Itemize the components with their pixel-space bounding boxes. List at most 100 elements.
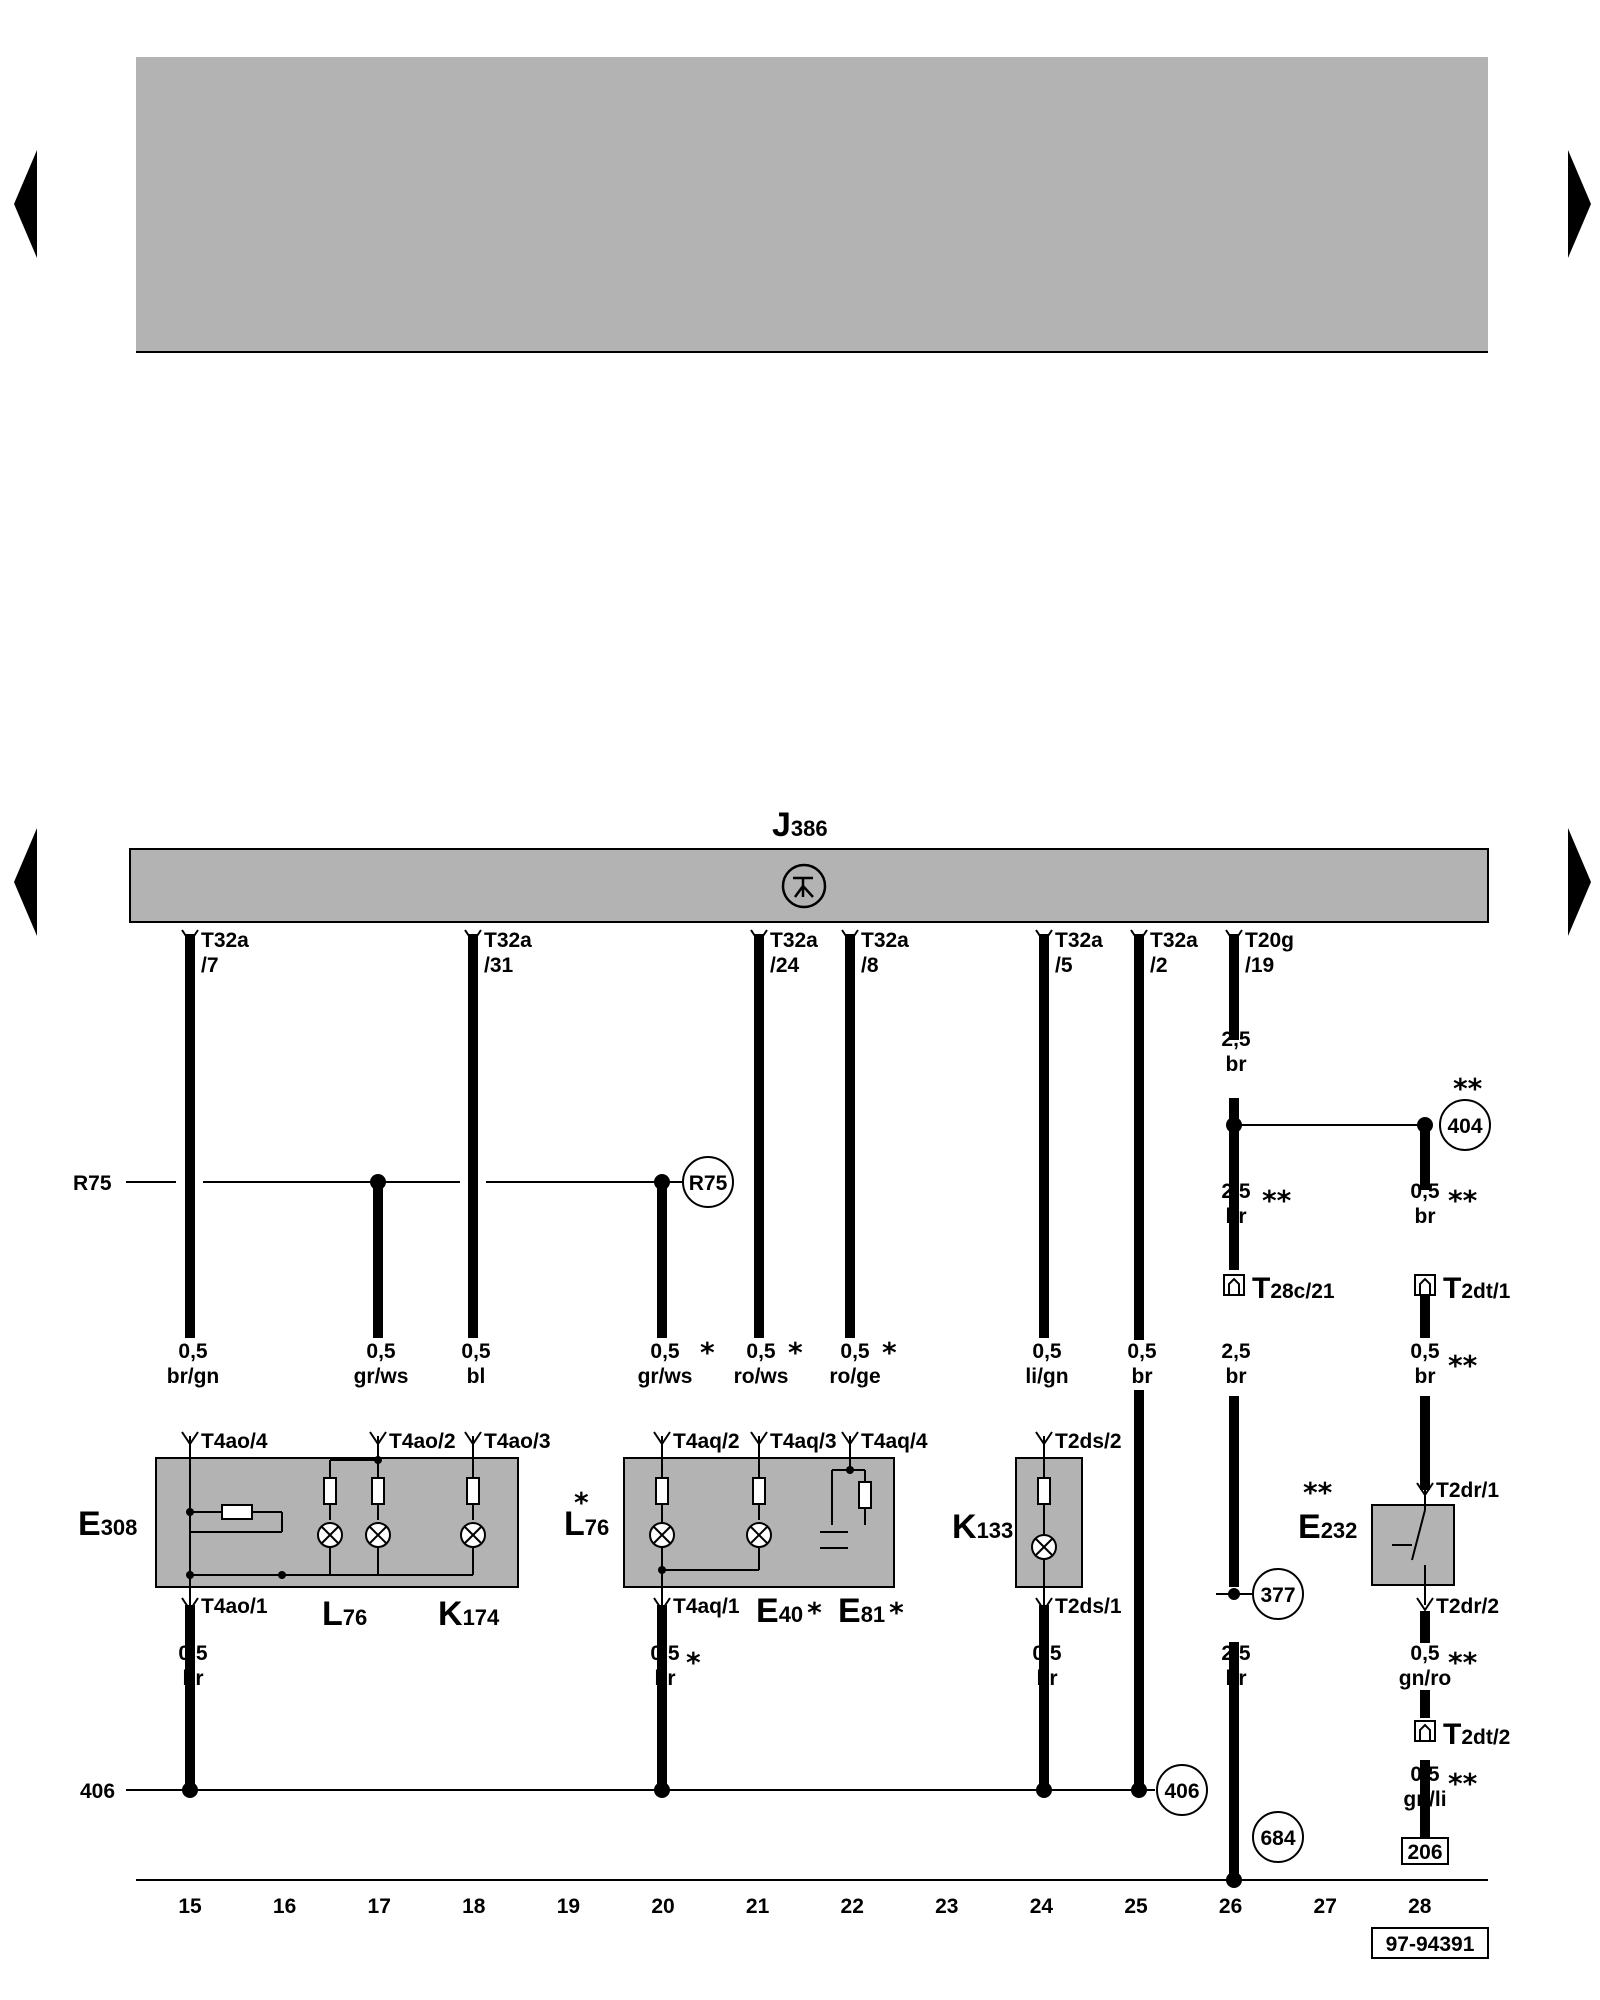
- label-l76-b: L76: [564, 1505, 609, 1543]
- conn-18-pin: /31: [484, 954, 514, 977]
- control-unit-label: J386: [772, 806, 828, 844]
- wire-20-color: gr/ws: [638, 1365, 693, 1388]
- label-e81: E81*: [838, 1592, 904, 1630]
- prev-page-top-arrow-icon[interactable]: [14, 150, 37, 258]
- pin-arrows: [181, 1431, 1434, 1612]
- conn-22-pin: /8: [861, 954, 879, 977]
- connector-arrows: [181, 929, 1243, 944]
- next-page-top-arrow-icon[interactable]: [1568, 150, 1591, 258]
- label-e232-mark: **: [1303, 1476, 1333, 1509]
- wire-28b-size: 0,5: [1410, 1340, 1440, 1363]
- column-number: 18: [462, 1895, 486, 1918]
- wire-24-color: li/gn: [1025, 1365, 1068, 1388]
- wire-26d-color: br: [1226, 1667, 1247, 1690]
- label-e40: E40*: [756, 1592, 822, 1630]
- ref-404-label: 404: [1447, 1115, 1482, 1138]
- wire-26c-size: 2,5: [1221, 1340, 1251, 1363]
- label-l76-a: L76: [322, 1595, 367, 1633]
- conn-26-pin: /19: [1245, 954, 1274, 977]
- pin-t2dr1: T2dr/1: [1436, 1479, 1499, 1502]
- inline-connector-t28c: T28c/21: [1223, 1272, 1335, 1305]
- label-e308: E308: [78, 1505, 137, 1543]
- prev-page-bottom-arrow-icon[interactable]: [14, 828, 37, 936]
- column-number: 28: [1408, 1895, 1432, 1918]
- wire-20-bot-mark: *: [686, 1646, 701, 1679]
- column-number: 21: [746, 1895, 770, 1918]
- wire-28d-mark: **: [1448, 1767, 1478, 1800]
- column-number: 23: [935, 1895, 958, 1918]
- wire-20-size: 0,5: [650, 1340, 680, 1363]
- wire-21-size: 0,5: [746, 1340, 776, 1363]
- pin-t4aq2: T4aq/2: [673, 1430, 740, 1453]
- wire-17-color: gr/ws: [354, 1365, 409, 1388]
- pin-t4ao2: T4ao/2: [389, 1430, 456, 1453]
- ref-377-circle[interactable]: [1252, 1568, 1304, 1620]
- ref-206-box[interactable]: [1401, 1837, 1449, 1865]
- diagram-id: 97-94391: [1386, 1933, 1475, 1956]
- wire-26b-mark: **: [1262, 1184, 1292, 1217]
- wire-28d-size: 0,5: [1410, 1763, 1440, 1786]
- ref-r75-circle[interactable]: [682, 1156, 734, 1208]
- bus-lines: [126, 1124, 1488, 1881]
- column-number: 25: [1124, 1895, 1148, 1918]
- conn-21-name: T32a: [770, 929, 818, 952]
- column-number: 20: [651, 1895, 674, 1918]
- wire-28a-color: br: [1415, 1205, 1436, 1228]
- wire-25-size: 0,5: [1127, 1340, 1157, 1363]
- ref-406-label: 406: [1164, 1780, 1199, 1803]
- conn-22-name: T32a: [861, 929, 909, 952]
- ref-404-mark: **: [1453, 1072, 1483, 1105]
- wire-22-size: 0,5: [840, 1340, 870, 1363]
- ref-684-circle[interactable]: [1252, 1811, 1304, 1863]
- ref-684-label: 684: [1260, 1827, 1295, 1850]
- wire-18-size: 0,5: [461, 1340, 491, 1363]
- ref-406-circle[interactable]: [1156, 1764, 1208, 1816]
- wire-26a-size: 2,5: [1221, 1028, 1251, 1051]
- conn-25-name: T32a: [1150, 929, 1198, 952]
- pin-t4aq4: T4aq/4: [861, 1430, 928, 1453]
- bus-r75-label: R75: [73, 1172, 112, 1195]
- wire-21-color: ro/ws: [734, 1365, 789, 1388]
- conn-21-pin: /24: [770, 954, 800, 977]
- column-number: 15: [178, 1895, 202, 1918]
- wire-15-size: 0,5: [178, 1340, 208, 1363]
- wire-22-color: ro/ge: [829, 1365, 880, 1388]
- conn-18-name: T32a: [484, 929, 532, 952]
- wire-28a-size: 0,5: [1410, 1180, 1440, 1203]
- pin-t4aq3: T4aq/3: [770, 1430, 837, 1453]
- ref-206-label: 206: [1407, 1841, 1442, 1864]
- component-e308-box: [155, 1436, 519, 1605]
- label-e232: E232: [1298, 1508, 1357, 1546]
- svg-text:T2dt/1: T2dt/1: [1443, 1272, 1511, 1305]
- label-k133: K133: [952, 1508, 1013, 1546]
- column-number: 16: [273, 1895, 296, 1918]
- column-number: 22: [841, 1895, 864, 1918]
- column-number: 27: [1314, 1895, 1337, 1918]
- wire-25-color: br: [1132, 1365, 1153, 1388]
- conn-24-name: T32a: [1055, 929, 1103, 952]
- component-e232-box: [1371, 1490, 1455, 1605]
- pin-t4aq1: T4aq/1: [673, 1595, 740, 1618]
- next-page-bottom-arrow-icon[interactable]: [1568, 828, 1591, 936]
- wire-24-bot-size: 0,5: [1032, 1642, 1062, 1665]
- pin-t4ao3: T4ao/3: [484, 1430, 551, 1453]
- control-unit-j386: [129, 848, 1489, 923]
- ref-404-circle[interactable]: [1439, 1099, 1491, 1151]
- component-k133-box: [1015, 1436, 1083, 1605]
- wire-26d-size: 2,5: [1221, 1642, 1251, 1665]
- conn-15-pin: /7: [201, 954, 219, 977]
- wire-26b-size: 2,5: [1221, 1180, 1251, 1203]
- column-number: 26: [1219, 1895, 1242, 1918]
- pin-labels: T4ao/4 T4ao/2 T4ao/3 T4ao/1 T4aq/2 T4aq/…: [201, 1430, 1499, 1618]
- wire-28b-color: br: [1415, 1365, 1436, 1388]
- inline-connector-t2dt1: T2dt/1: [1414, 1272, 1511, 1305]
- conn-26-name: T20g: [1245, 929, 1294, 952]
- wire-22-mark: *: [882, 1336, 897, 1369]
- wire-labels: 0,5 br/gn 0,5 gr/ws 0,5 bl 0,5 * gr/ws 0…: [167, 1028, 1483, 1811]
- wire-20-mark: *: [700, 1336, 715, 1369]
- top-panel: [136, 57, 1488, 352]
- wire-26b-color: br: [1226, 1205, 1247, 1228]
- wire-24-size: 0,5: [1032, 1340, 1062, 1363]
